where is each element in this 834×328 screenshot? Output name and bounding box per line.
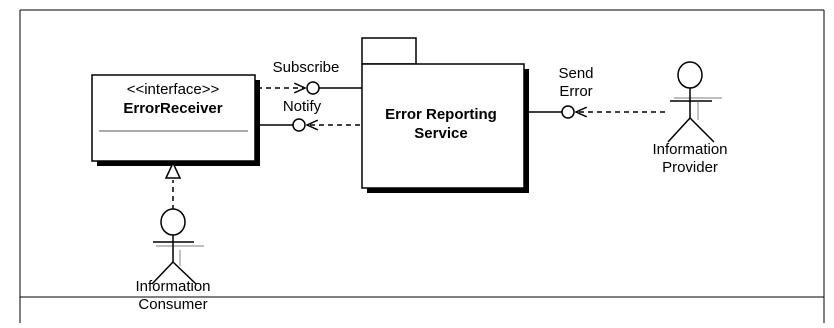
- service-name-line1: Error Reporting: [385, 106, 497, 123]
- send-error-interface: Send Error: [524, 65, 665, 119]
- actor-shadow: [156, 245, 204, 266]
- frame: [19, 9, 825, 323]
- consumer-label-line2: Consumer: [138, 296, 207, 313]
- package-body: [361, 63, 525, 189]
- realization-arrowhead-icon: [164, 161, 182, 179]
- package-tab: [361, 37, 417, 65]
- send-error-lollipop-icon: [561, 105, 575, 119]
- stick-figure-icon: [151, 208, 197, 285]
- interface-stereotype: <<interface>>: [127, 81, 220, 98]
- error-reporting-service-package[interactable]: Error Reporting Service: [361, 37, 529, 193]
- notify-lollipop-icon: [292, 118, 306, 132]
- provider-label-line1: Information: [652, 141, 727, 158]
- notify-label: Notify: [283, 98, 322, 115]
- error-receiver-class[interactable]: <<interface>> ErrorReceiver: [91, 74, 260, 166]
- interface-name: ErrorReceiver: [123, 100, 222, 117]
- provider-label-line2: Provider: [662, 159, 718, 176]
- actor-shadow: [674, 97, 722, 120]
- notify-interface: Notify: [255, 98, 360, 132]
- information-provider-actor[interactable]: Information Provider: [652, 61, 728, 176]
- subscribe-interface: Subscribe: [257, 59, 362, 95]
- subscribe-label: Subscribe: [273, 59, 340, 76]
- stick-figure-icon: [667, 61, 715, 143]
- consumer-label-line1: Information: [135, 278, 210, 295]
- service-name-line2: Service: [414, 125, 467, 142]
- send-label-line1: Send: [558, 65, 593, 82]
- realization-relationship: [164, 161, 182, 210]
- subscribe-lollipop-icon: [306, 81, 320, 95]
- information-consumer-actor[interactable]: Information Consumer: [135, 208, 211, 313]
- send-label-line2: Error: [559, 83, 592, 100]
